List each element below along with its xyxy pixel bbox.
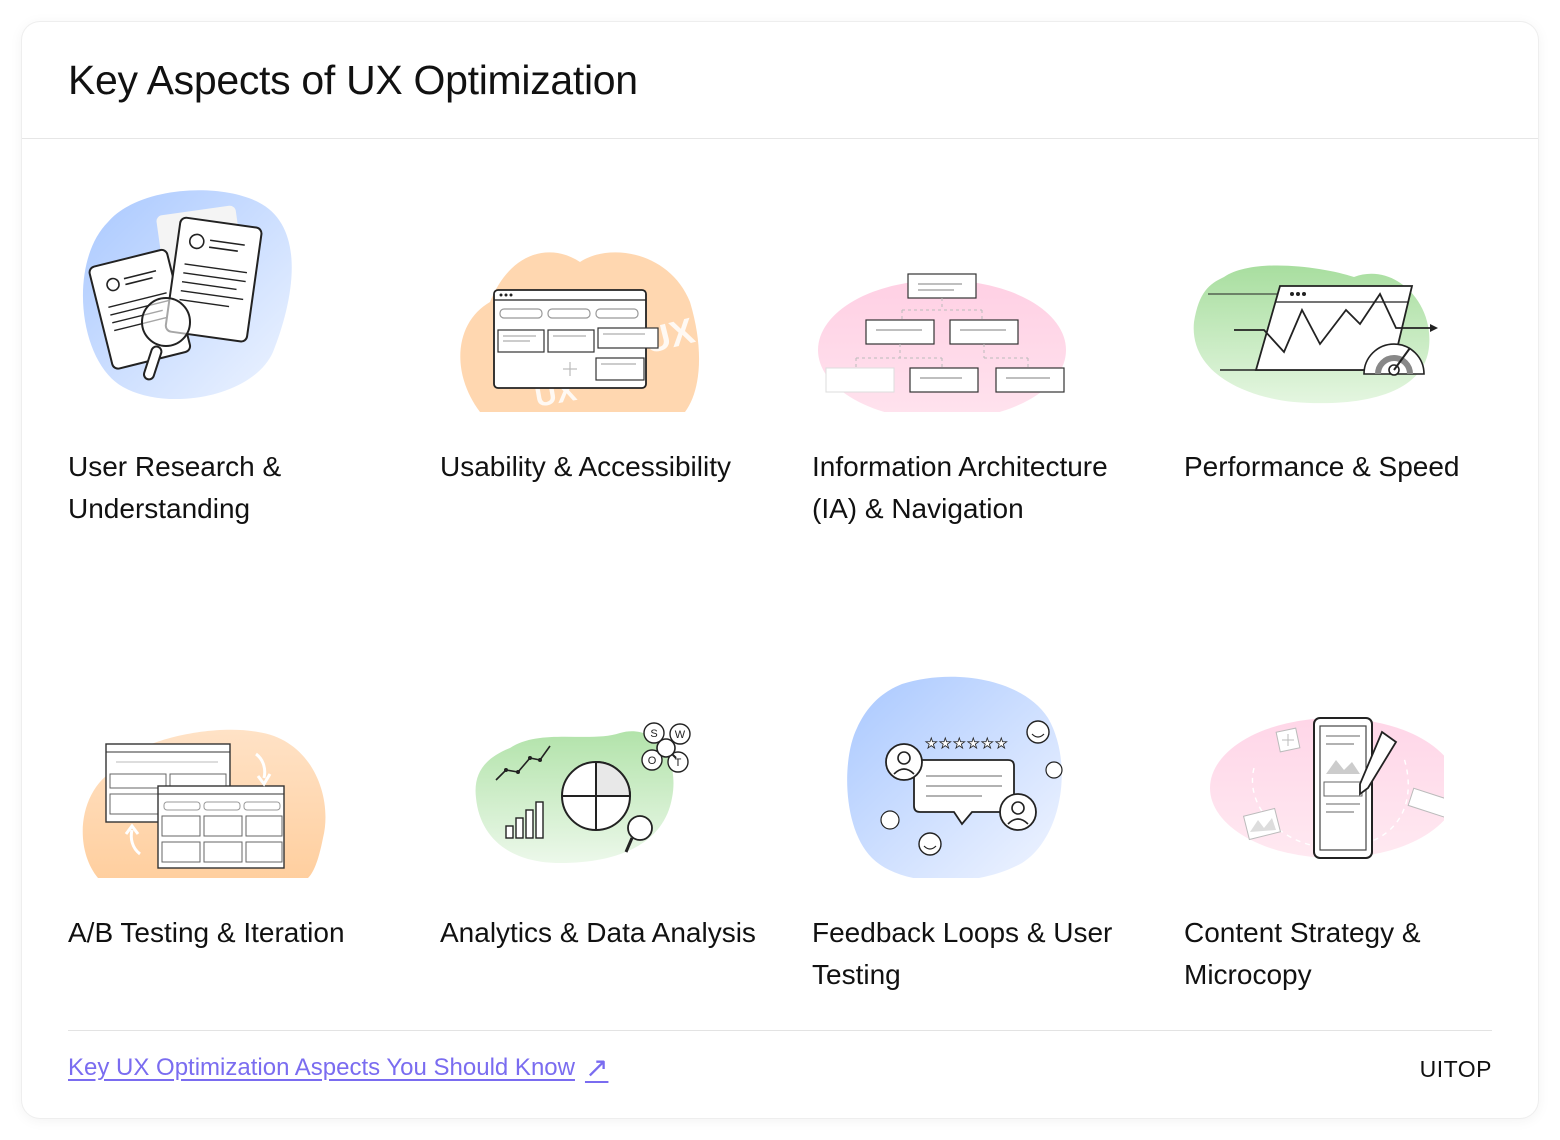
svg-text:O: O <box>648 755 657 767</box>
information-architecture-illustration <box>812 182 1072 412</box>
aspect-label: Information Architecture (IA) & Navigati… <box>812 451 1108 524</box>
svg-text:★: ★ <box>995 736 1008 752</box>
feedback-illustration: ★★★★★★ <box>812 648 1072 878</box>
aspect-label: Performance & Speed <box>1184 451 1460 482</box>
source-link[interactable]: Key UX Optimization Aspects You Should K… <box>68 1054 608 1082</box>
aspect-item-feedback: ★★★★★★ <box>812 648 1152 990</box>
card-header: Key Aspects of UX Optimization <box>22 22 1538 139</box>
aspect-label: Usability & Accessibility <box>440 451 731 482</box>
aspect-item-performance: Performance & Speed <box>1184 182 1524 482</box>
svg-text:★: ★ <box>981 736 994 752</box>
footer-divider <box>68 1030 1492 1031</box>
aspect-item-user-research: User Research & Understanding <box>68 182 408 524</box>
card: Key Aspects of UX Optimization <box>22 22 1538 1118</box>
analytics-illustration: S W O T <box>440 648 700 878</box>
user-research-illustration <box>68 182 328 412</box>
aspect-item-usability: UX UX <box>440 182 780 482</box>
svg-text:★: ★ <box>953 736 966 752</box>
aspect-item-ab-testing: A/B Testing & Iteration <box>68 648 408 948</box>
brand-label: UITOP <box>1419 1056 1492 1082</box>
svg-text:S: S <box>650 728 657 740</box>
aspect-item-information-architecture: Information Architecture (IA) & Navigati… <box>812 182 1152 524</box>
aspect-label: User Research & Understanding <box>68 451 282 524</box>
page-title: Key Aspects of UX Optimization <box>68 56 638 103</box>
svg-text:★: ★ <box>967 736 980 752</box>
aspect-item-analytics: S W O T Analytics & Data Analysis <box>440 648 780 948</box>
source-link-text[interactable]: Key UX Optimization Aspects You Should K… <box>68 1054 575 1081</box>
usability-illustration: UX UX <box>440 182 700 412</box>
aspect-label: Analytics & Data Analysis <box>440 917 756 948</box>
aspect-label: A/B Testing & Iteration <box>68 917 345 948</box>
aspect-label: Feedback Loops & User Testing <box>812 917 1113 990</box>
svg-text:W: W <box>675 729 686 741</box>
svg-text:★: ★ <box>939 736 952 752</box>
content-strategy-illustration <box>1184 648 1444 878</box>
performance-illustration <box>1184 182 1444 412</box>
svg-text:T: T <box>675 757 682 769</box>
external-arrow-icon[interactable]: ↗ <box>584 1052 609 1083</box>
svg-text:★: ★ <box>925 736 938 752</box>
aspect-item-content-strategy: Content Strategy & Microcopy <box>1184 648 1524 990</box>
aspect-label: Content Strategy & Microcopy <box>1184 917 1421 990</box>
ab-testing-illustration <box>68 648 328 878</box>
